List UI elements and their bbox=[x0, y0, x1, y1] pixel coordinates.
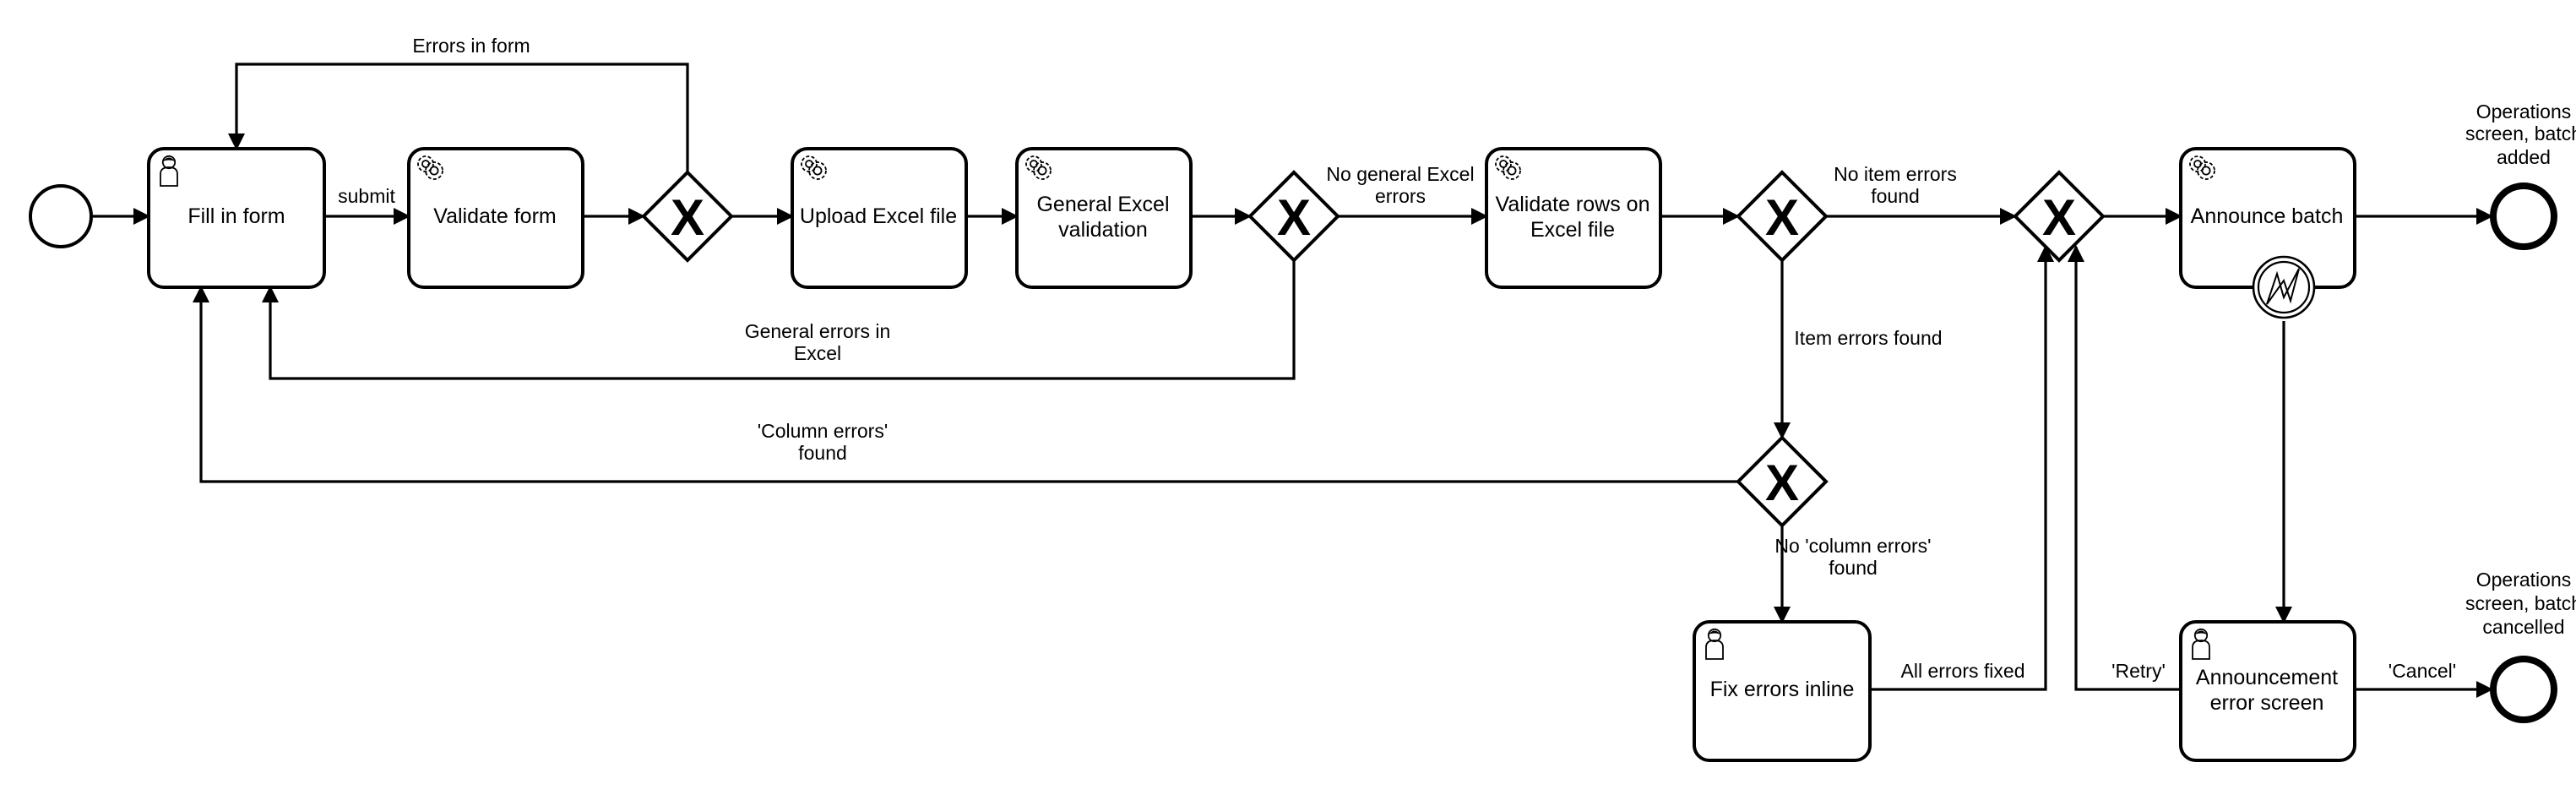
flow-errors-in-form bbox=[228, 63, 689, 172]
label-no-column-errors-1: No 'column errors' bbox=[1774, 535, 1931, 557]
gateway-form-valid[interactable]: X bbox=[641, 170, 734, 263]
error-icon bbox=[2266, 268, 2300, 305]
label-column-errors-2: found bbox=[798, 442, 847, 464]
end-cancelled-label-2: screen, batch bbox=[2465, 592, 2576, 614]
task-label-1: Validate rows on bbox=[1496, 193, 1650, 216]
task-validate-rows[interactable]: Validate rows on Excel file bbox=[1485, 147, 1662, 289]
label-no-item-errors-2: found bbox=[1871, 185, 1920, 207]
start-event[interactable] bbox=[29, 184, 93, 248]
label-all-errors-fixed: All errors fixed bbox=[1901, 660, 2025, 682]
label-no-item-errors-1: No item errors bbox=[1834, 163, 1957, 185]
task-label: Upload Excel file bbox=[800, 204, 957, 228]
task-announcement-error-screen[interactable]: Announcement error screen bbox=[2179, 620, 2356, 762]
label-general-errors-2: Excel bbox=[794, 342, 841, 364]
exclusive-x-icon: X bbox=[1277, 189, 1311, 246]
exclusive-x-icon: X bbox=[1765, 455, 1799, 511]
sequence-flows bbox=[93, 63, 2493, 698]
label-cancel: 'Cancel' bbox=[2389, 660, 2456, 682]
end-added-label-3: added bbox=[2497, 146, 2551, 168]
task-label-2: validation bbox=[1058, 218, 1148, 242]
flow-all-errors-fixed bbox=[1870, 245, 2054, 691]
label-item-errors-found: Item errors found bbox=[1794, 327, 1942, 349]
label-general-errors-1: General errors in bbox=[745, 320, 891, 342]
label-no-column-errors-2: found bbox=[1829, 557, 1878, 579]
label-retry: 'Retry' bbox=[2111, 660, 2166, 682]
task-label-1: Announcement bbox=[2196, 666, 2338, 689]
task-upload-excel[interactable]: Upload Excel file bbox=[791, 147, 968, 289]
label-no-general-errors-2: errors bbox=[1375, 185, 1426, 207]
task-fix-errors-inline[interactable]: Fix errors inline bbox=[1693, 620, 1872, 762]
label-errors-in-form: Errors in form bbox=[412, 35, 530, 57]
end-added-label-2: screen, batch bbox=[2465, 123, 2576, 144]
flow-general-errors bbox=[262, 260, 1296, 380]
task-validate-form[interactable]: Validate form bbox=[407, 147, 584, 289]
task-label: Fill in form bbox=[187, 204, 285, 228]
flow-column-errors bbox=[193, 286, 1738, 483]
exclusive-x-icon: X bbox=[1765, 189, 1799, 246]
task-label: Validate form bbox=[433, 204, 556, 228]
task-label-2: Excel file bbox=[1530, 218, 1615, 242]
end-event-batch-added[interactable] bbox=[2490, 182, 2557, 250]
task-label: Announce batch bbox=[2191, 204, 2344, 228]
end-event-batch-cancelled[interactable] bbox=[2490, 656, 2557, 723]
gateway-column-errors[interactable]: X bbox=[1736, 435, 1829, 528]
task-general-excel-validation[interactable]: General Excel validation bbox=[1015, 147, 1193, 289]
task-label: Fix errors inline bbox=[1710, 678, 1855, 701]
end-cancelled-label-3: cancelled bbox=[2482, 616, 2564, 638]
end-added-label-1: Operations bbox=[2476, 101, 2572, 123]
gateway-item-errors[interactable]: X bbox=[1736, 170, 1829, 263]
exclusive-x-icon: X bbox=[671, 189, 704, 246]
boundary-error-event[interactable] bbox=[2252, 255, 2316, 319]
exclusive-x-icon: X bbox=[2042, 189, 2076, 246]
label-column-errors-1: 'Column errors' bbox=[758, 420, 889, 442]
task-fill-in-form[interactable]: Fill in form bbox=[147, 147, 326, 289]
label-no-general-errors-1: No general Excel bbox=[1326, 163, 1474, 185]
end-cancelled-label-1: Operations bbox=[2476, 569, 2572, 591]
gateway-merge[interactable]: X bbox=[2013, 170, 2106, 263]
label-submit: submit bbox=[338, 185, 395, 207]
flow-retry bbox=[2068, 245, 2181, 691]
gateway-general-errors[interactable]: X bbox=[1247, 170, 1340, 263]
task-label-1: General Excel bbox=[1036, 193, 1169, 216]
task-label-2: error screen bbox=[2210, 691, 2324, 715]
